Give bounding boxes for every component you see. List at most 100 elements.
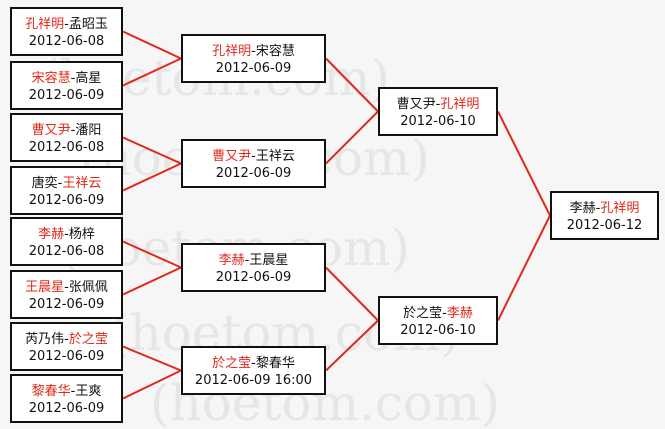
player-name: 李赫 — [446, 306, 473, 321]
player-name: 黎春华 — [31, 384, 71, 399]
player-name: 黎春华 — [255, 356, 295, 371]
player-name: 孔祥明 — [25, 17, 65, 32]
match-date: 2012-06-09 — [28, 193, 105, 208]
player-name: 孔祥明 — [600, 201, 640, 216]
bracket-connector-line — [325, 57, 379, 113]
match-players: 於之莹-李赫 — [380, 305, 496, 322]
bracket-connector-line — [325, 319, 379, 372]
bracket-connector-line — [122, 345, 182, 372]
match-date: 2012-06-09 16:00 — [194, 373, 313, 388]
match-date: 2012-06-09 — [28, 88, 105, 103]
match-date: 2012-06-09 — [215, 166, 292, 181]
match-players: 王晨星-张佩佩 — [12, 279, 121, 296]
bracket-connector-line — [122, 57, 182, 87]
player-separator: - — [595, 201, 601, 216]
player-name: 宋容慧 — [31, 71, 71, 86]
player-name: 孔祥明 — [440, 97, 480, 112]
bracket-connector-line — [497, 215, 551, 321]
match-players: 唐奕-王祥云 — [12, 175, 121, 192]
match-date: 2012-06-12 — [566, 218, 643, 233]
player-separator: - — [251, 44, 256, 59]
match-date: 2012-06-08 — [28, 244, 105, 259]
player-name: 唐奕 — [31, 176, 58, 191]
player-name: 於之莹 — [68, 332, 108, 347]
bracket-connector-line — [497, 111, 551, 216]
bracket-connector-line — [325, 110, 379, 165]
match-players: 李赫-杨梓 — [12, 226, 121, 243]
match-players: 黎春华-王爽 — [12, 383, 121, 400]
player-separator: - — [64, 280, 69, 295]
bracket-connector-line — [325, 266, 379, 322]
bracket-connector-line — [122, 30, 182, 60]
match-date: 2012-06-10 — [400, 323, 476, 338]
player-separator: - — [57, 176, 63, 191]
player-name: 於之莹 — [212, 356, 252, 371]
player-name: 高星 — [75, 71, 102, 86]
match-players: 李赫-孔祥明 — [552, 200, 657, 217]
match-date: 2012-06-10 — [400, 114, 476, 129]
player-name: 於之莹 — [403, 306, 443, 321]
player-name: 杨梓 — [68, 227, 95, 242]
player-name: 李赫 — [218, 253, 245, 268]
player-name: 王晨星 — [25, 280, 65, 295]
player-name: 李赫 — [38, 227, 65, 242]
bracket-connector-line — [122, 266, 182, 296]
player-name: 芮乃伟 — [25, 332, 65, 347]
player-separator: - — [435, 97, 441, 112]
bracket-connector-line — [122, 369, 182, 400]
player-separator: - — [64, 227, 69, 242]
player-separator: - — [244, 253, 250, 268]
player-name: 王祥云 — [62, 176, 102, 191]
match-date: 2012-06-09 — [28, 297, 105, 312]
match-players: 於之莹-黎春华 — [183, 355, 324, 372]
player-name: 李赫 — [569, 201, 596, 216]
player-separator: - — [442, 306, 447, 321]
player-name: 潘阳 — [75, 123, 102, 138]
player-separator: - — [251, 149, 256, 164]
player-name: 曹又尹 — [212, 149, 252, 164]
player-name: 王祥云 — [255, 149, 295, 164]
player-separator: - — [64, 17, 69, 32]
match-players: 曹又尹-王祥云 — [183, 148, 324, 165]
match-players: 芮乃伟-於之莹 — [12, 331, 121, 348]
player-name: 曹又尹 — [396, 97, 436, 112]
player-separator: - — [251, 356, 256, 371]
match-players: 孔祥明-孟昭玉 — [12, 16, 121, 33]
match-players: 宋容慧-高星 — [12, 70, 121, 87]
match-players: 李赫-王晨星 — [183, 252, 324, 269]
player-name: 张佩佩 — [68, 280, 108, 295]
match-players: 曹又尹-孔祥明 — [380, 96, 496, 113]
match-date: 2012-06-09 — [28, 401, 105, 416]
match-date: 2012-06-09 — [215, 270, 292, 285]
match-date: 2012-06-09 — [28, 349, 105, 364]
match-date: 2012-06-08 — [28, 34, 105, 49]
match-date: 2012-06-08 — [28, 140, 105, 155]
match-date: 2012-06-09 — [215, 61, 292, 76]
match-players: 曹又尹-潘阳 — [12, 122, 121, 139]
bracket-connector-line — [122, 162, 182, 192]
player-separator: - — [64, 332, 69, 347]
player-separator: - — [70, 71, 76, 86]
player-separator: - — [70, 384, 76, 399]
bracket-connector-line — [122, 240, 182, 269]
match-players: 孔祥明-宋容慧 — [183, 43, 324, 60]
player-separator: - — [70, 123, 76, 138]
player-name: 宋容慧 — [255, 44, 295, 59]
player-name: 孔祥明 — [212, 44, 252, 59]
player-name: 王爽 — [75, 384, 102, 399]
